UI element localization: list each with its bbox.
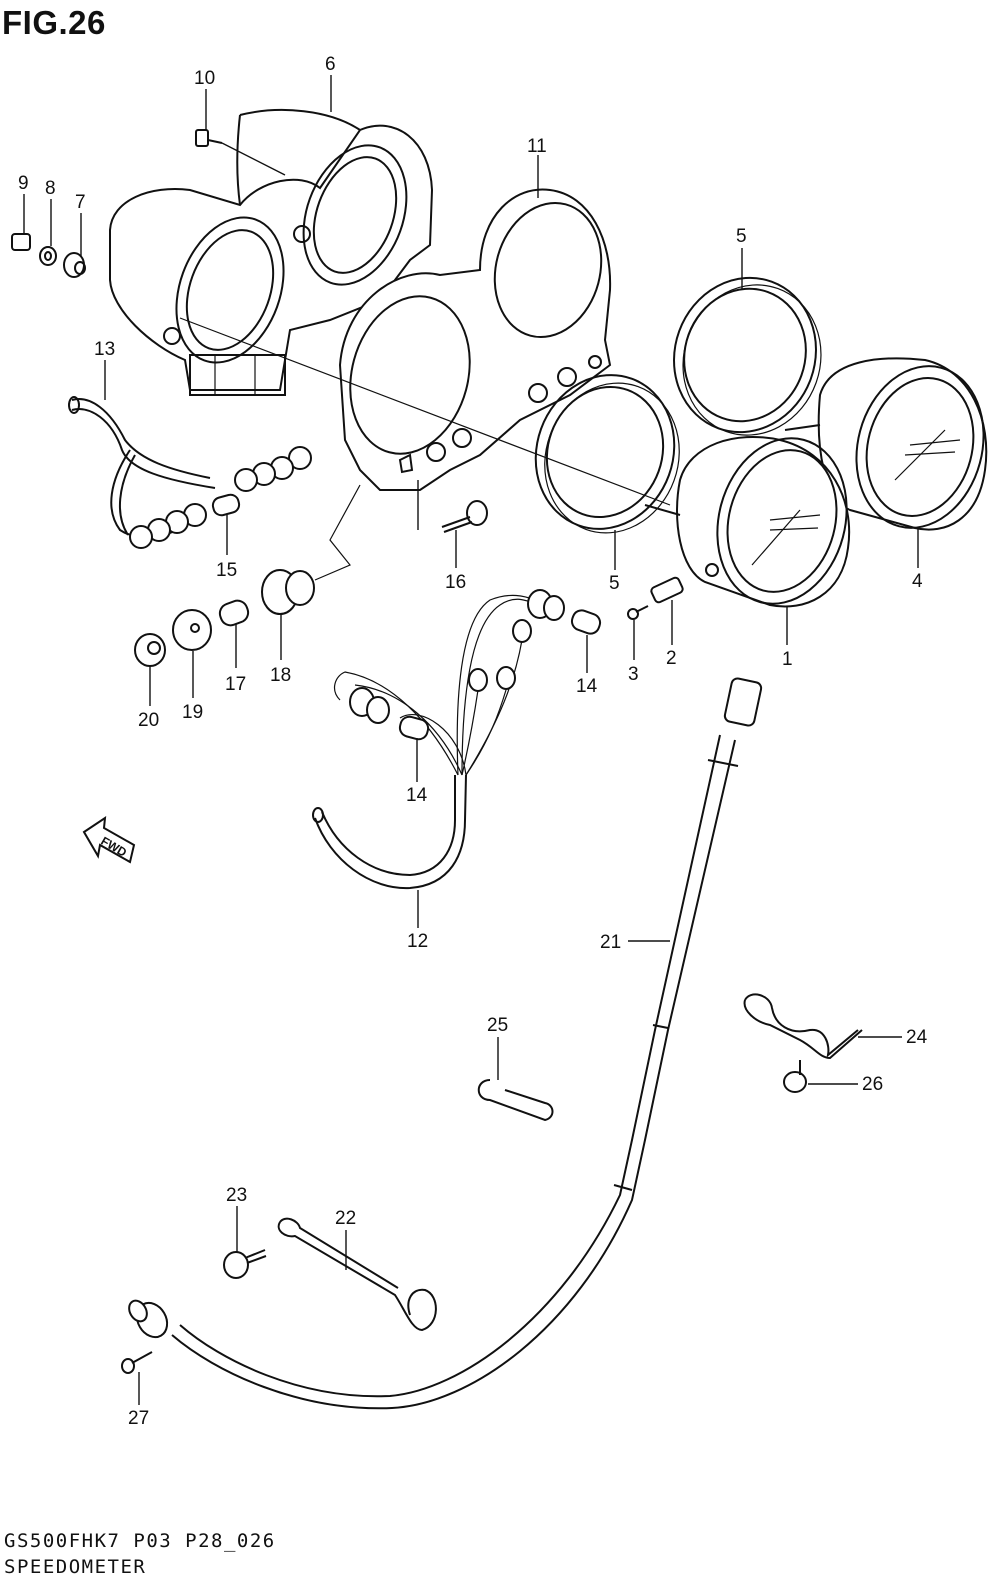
callout-16: 16 <box>445 572 466 593</box>
callout-14-right: 14 <box>576 676 598 697</box>
callout-21: 21 <box>600 932 621 953</box>
lamp-harness-13 <box>68 396 312 549</box>
callout-9: 9 <box>18 173 29 194</box>
callout-22: 22 <box>335 1208 356 1229</box>
callout-13: 13 <box>94 339 115 360</box>
callout-15: 15 <box>216 560 237 581</box>
callout-18: 18 <box>270 665 291 686</box>
screw-3 <box>627 605 649 620</box>
screw-16 <box>417 480 488 533</box>
callout-3: 3 <box>628 664 639 685</box>
meter-bezel <box>338 188 612 491</box>
callout-1: 1 <box>782 649 793 670</box>
cushion-7 <box>63 252 86 278</box>
callout-5-lower: 5 <box>609 573 620 594</box>
callout-23: 23 <box>226 1185 247 1206</box>
callout-10: 10 <box>194 68 215 89</box>
figure-code: GS500FHK7 P03 P28_026 <box>4 1530 276 1552</box>
assembly-line <box>179 317 671 506</box>
callout-25: 25 <box>487 1015 508 1036</box>
socket-18 <box>261 484 361 615</box>
clamp-22 <box>277 1217 437 1332</box>
callout-8: 8 <box>45 178 56 199</box>
figure-caption: SPEEDOMETER <box>4 1556 147 1578</box>
callout-6: 6 <box>325 54 336 75</box>
bulb-17 <box>218 599 250 627</box>
callout-5-upper: 5 <box>736 226 747 247</box>
callout-27: 27 <box>128 1408 149 1429</box>
washer-8 <box>39 246 57 266</box>
leader-lines <box>23 75 919 1405</box>
speedometer-gauge <box>644 436 851 608</box>
callout-7: 7 <box>75 192 86 213</box>
screw-23 <box>223 1249 267 1279</box>
tachometer-gauge <box>784 357 988 531</box>
callout-24: 24 <box>906 1027 928 1048</box>
screw-10 <box>195 129 286 176</box>
washer-19 <box>172 609 212 651</box>
speedometer-cable-21 <box>128 677 763 1410</box>
screw-27 <box>121 1351 153 1374</box>
nut-20 <box>134 633 166 667</box>
callout-17: 17 <box>225 674 246 695</box>
callout-12: 12 <box>407 931 428 952</box>
callout-11: 11 <box>527 136 547 157</box>
clamp-24 <box>743 993 863 1060</box>
callout-19: 19 <box>182 702 203 723</box>
knob-2 <box>650 576 684 604</box>
figure-title: FIG.26 <box>2 4 106 41</box>
callout-4: 4 <box>912 571 923 592</box>
callout-2: 2 <box>666 648 677 669</box>
nut-9 <box>11 233 31 251</box>
meter-ring-upper <box>673 276 822 436</box>
screw-26 <box>783 1060 807 1093</box>
meter-ring-lower <box>534 374 680 534</box>
fwd-arrow: FWD <box>82 815 136 864</box>
callout-14-left: 14 <box>406 785 428 806</box>
meter-case <box>109 109 434 396</box>
callout-20: 20 <box>138 710 159 731</box>
clip-25 <box>477 1079 554 1122</box>
callout-26: 26 <box>862 1074 883 1095</box>
callout-labels: 1 2 3 4 5 5 6 7 8 9 10 11 12 13 14 14 15… <box>18 54 928 1429</box>
wiring-harness-12 <box>312 589 602 890</box>
